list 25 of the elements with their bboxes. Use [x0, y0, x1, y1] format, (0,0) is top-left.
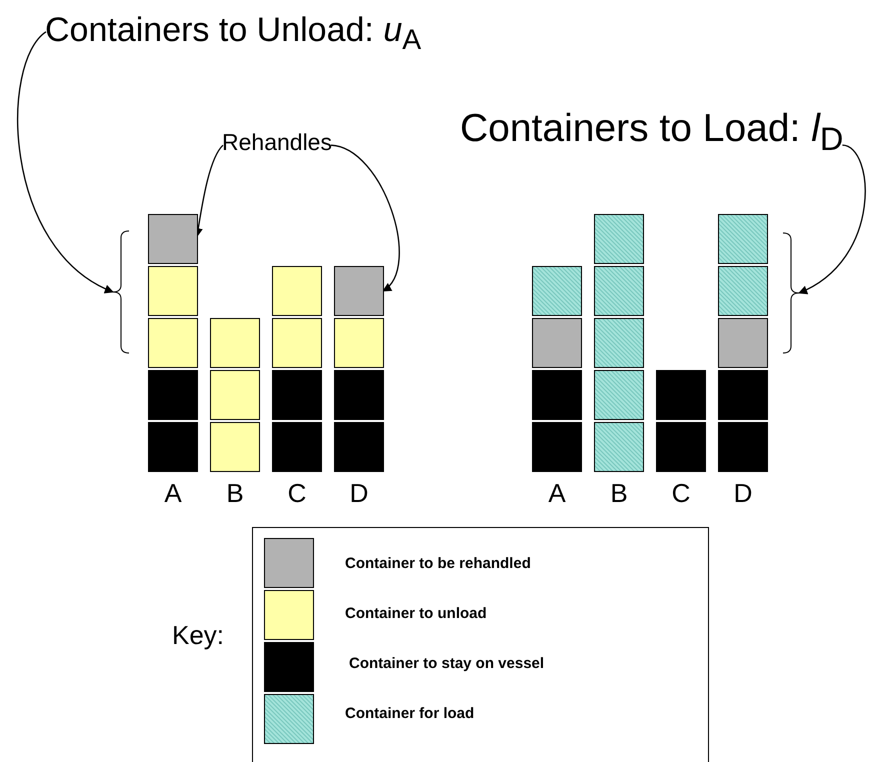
callout-text: Rehandles [222, 130, 332, 156]
column-label: C [286, 478, 308, 509]
column-label: D [348, 478, 370, 509]
curved-arrow [17, 31, 114, 293]
callout-text: Containers to Unload: u$_{A}$ [45, 12, 422, 56]
legend-text: Container to stay on vessel [349, 655, 544, 672]
column-label: A [547, 478, 567, 509]
rehandle-container-block [718, 318, 768, 368]
column-label: B [609, 478, 629, 509]
column-label: C [670, 478, 692, 509]
curly-brace [112, 230, 130, 354]
rehandle-container-block [334, 266, 384, 316]
legend-text: Container to be rehandled [345, 555, 531, 572]
curved-arrow [330, 144, 400, 292]
callout-text: Containers to Load: l$_{D}$ [460, 108, 844, 158]
legend-text: Container to unload [345, 605, 487, 622]
rehandle-container-block [532, 318, 582, 368]
key-label: Key: [172, 620, 224, 651]
legend-text: Container for load [345, 705, 474, 722]
rehandle-container-block [148, 214, 198, 264]
column-label: D [732, 478, 754, 509]
column-label: A [163, 478, 183, 509]
curly-brace [782, 232, 800, 354]
curved-arrow [798, 144, 866, 294]
column-label: B [225, 478, 245, 509]
